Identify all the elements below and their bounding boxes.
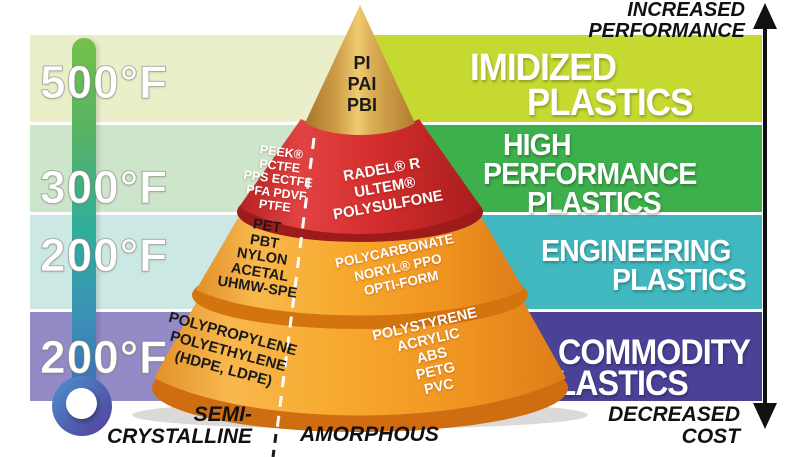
arrow-shaft — [763, 20, 767, 406]
title-engineering: ENGINEERING — [541, 233, 731, 268]
increased-label-line2: PERFORMANCE — [588, 20, 745, 42]
material: PI — [353, 53, 371, 73]
title-eng-plastics: PLASTICS — [612, 262, 747, 297]
decreased-label-line2: COST — [681, 425, 740, 449]
increased-performance-label: INCREASED PERFORMANCE — [545, 0, 745, 42]
arrow-up-head — [753, 3, 777, 29]
high-performance-tier — [239, 119, 481, 234]
thermometer-tube — [72, 38, 96, 390]
decreased-cost-label: DECREASED COST — [545, 403, 740, 449]
increased-label-line1: INCREASED — [627, 0, 745, 21]
title-commodity: COMMODITY — [558, 333, 751, 372]
temp-label-200f-b: 200°F — [39, 331, 169, 384]
decreased-label-line1: DECREASED — [608, 403, 740, 426]
title-high: HIGH — [503, 127, 572, 162]
crystalline-divider-line — [275, 137, 316, 431]
amorphous-label: AMORPHOUS — [300, 423, 439, 446]
crystalline-divider-line-tail — [271, 433, 278, 457]
engineering-tier — [196, 218, 524, 316]
arrow-down-head — [753, 403, 777, 429]
semi-crystalline-line1: SEMI- — [193, 403, 252, 426]
title-imidized: IMIDIZED — [470, 47, 617, 89]
imidized-materials: PI PAI PBI — [327, 53, 397, 116]
thermometer-bulb-highlight — [66, 388, 97, 419]
temp-label-200f-a: 200°F — [39, 229, 169, 282]
temp-label-300f: 300°F — [39, 161, 169, 214]
thermometer-bulb — [52, 376, 112, 436]
material: PAI — [347, 74, 377, 94]
semi-crystalline-label: SEMI- CRYSTALLINE — [100, 403, 252, 449]
title-imidized-plastics: PLASTICS — [527, 82, 693, 124]
temp-label-500f: 500°F — [39, 56, 169, 109]
title-performance: PERFORMANCE — [483, 156, 697, 191]
imidized-tier — [305, 5, 415, 135]
title-hp-plastics: PLASTICS — [527, 185, 662, 220]
band-imidized-right — [360, 35, 762, 122]
semi-crystalline-line2: CRYSTALLINE — [106, 425, 252, 449]
material: PBI — [346, 95, 377, 115]
